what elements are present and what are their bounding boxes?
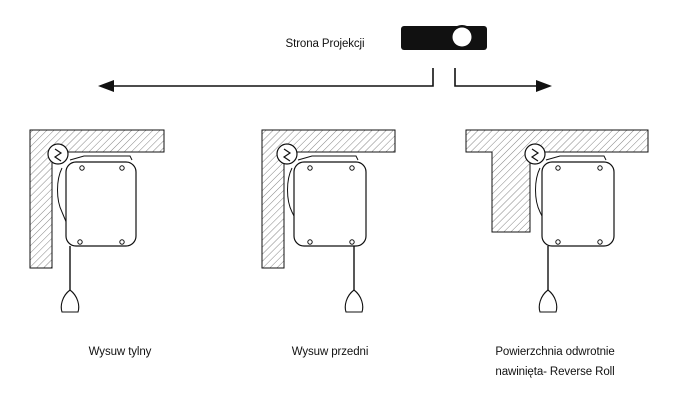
- caption-front-roll: Wysuw przedni: [291, 346, 369, 358]
- projector-icon: [401, 25, 487, 50]
- caption-rear-roll: Wysuw tylny: [88, 346, 152, 358]
- screen-housing-1: [47, 143, 137, 290]
- mount-soffit-3: [465, 129, 649, 233]
- motor-icon: [530, 148, 540, 162]
- caption-reverse-roll: Powierzchnia odwrotnie nawinięta- Revers…: [460, 342, 650, 382]
- pull-handle-icon: [60, 289, 80, 313]
- pull-handle-icon: [538, 289, 558, 313]
- projection-side-label: Strona Projekcji: [285, 38, 365, 50]
- caption-reverse-roll-line1: Powierzchnia odwrotnie: [495, 346, 615, 358]
- motor-icon: [282, 148, 292, 162]
- caption-reverse-roll-line2: nawinięta- Reverse Roll: [495, 366, 615, 378]
- arrow-left-icon: [98, 68, 434, 92]
- arrow-right-icon: [454, 68, 552, 92]
- pull-handle-icon: [344, 289, 364, 313]
- screen-housing-3: [524, 143, 615, 290]
- motor-icon: [53, 148, 63, 162]
- screen-housing-2: [276, 143, 367, 290]
